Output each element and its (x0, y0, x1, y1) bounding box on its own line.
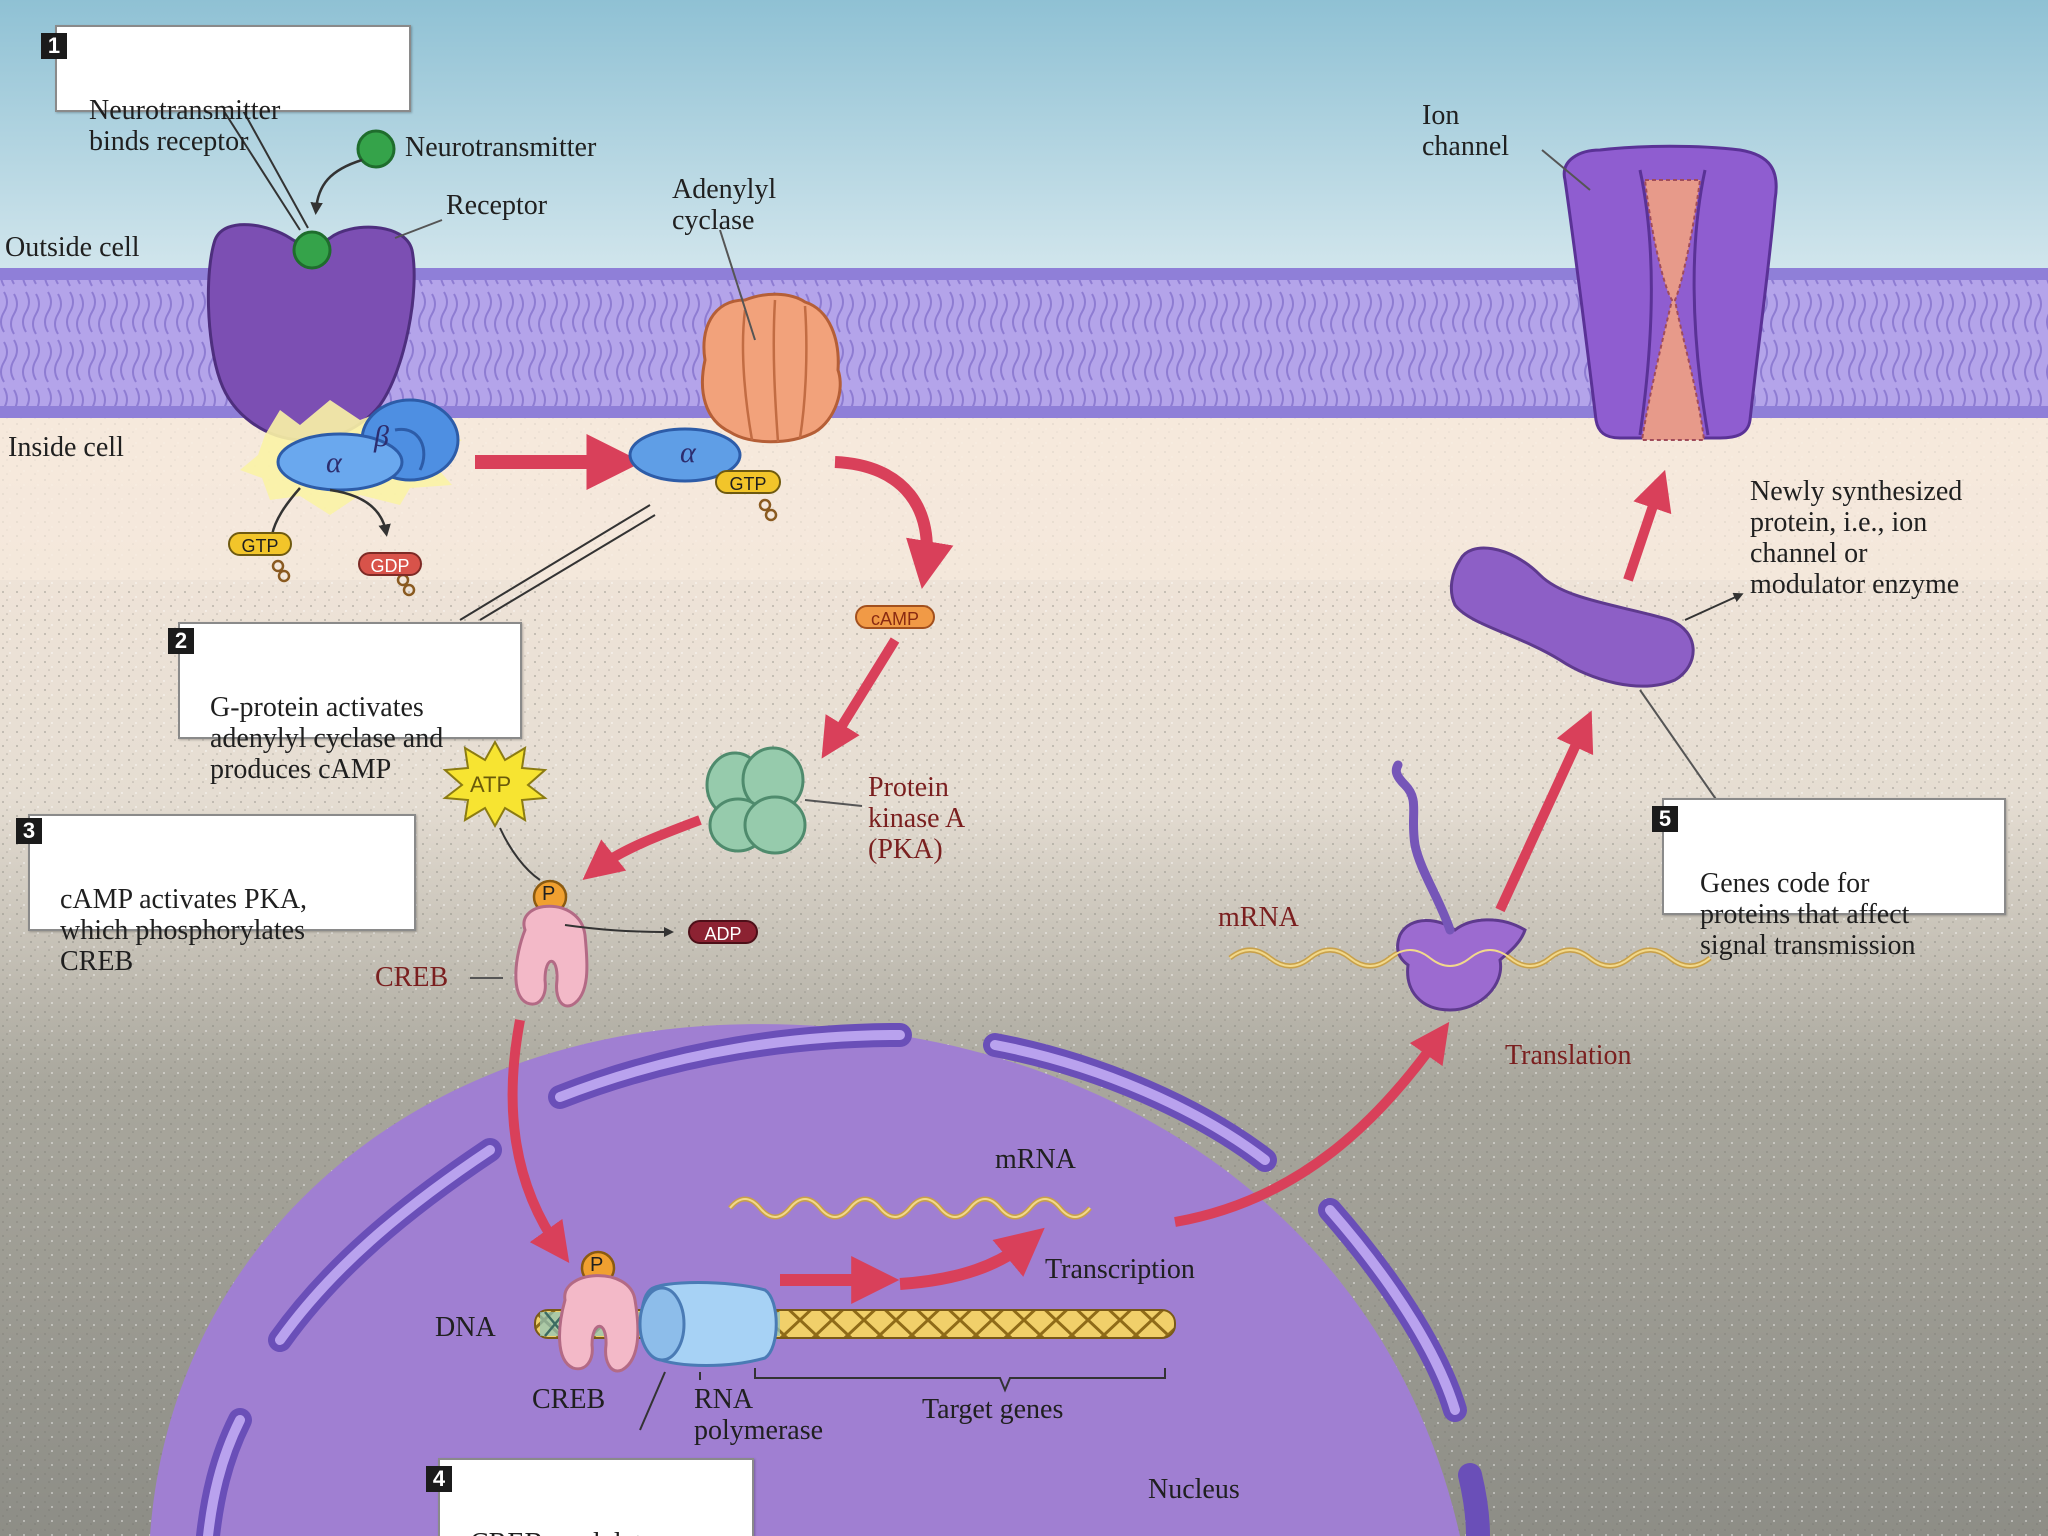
gtp-bound-pill: GTP (715, 470, 781, 494)
translation-label: Translation (1505, 1040, 1632, 1071)
outside-cell-label: Outside cell (5, 232, 140, 263)
g-alpha-label: α (326, 446, 342, 480)
phosphate-nucleus-label: P (590, 1253, 603, 1277)
neurotransmitter-label: Neurotransmitter (405, 132, 596, 163)
nucleus-label: Nucleus (1148, 1474, 1240, 1505)
receptor-label: Receptor (446, 190, 547, 221)
step-3-text: cAMP activates PKA, which phosphorylates… (42, 884, 404, 977)
dna-label: DNA (435, 1312, 496, 1343)
new-protein-label: Newly synthesized protein, i.e., ion cha… (1750, 476, 1962, 600)
step-1-text: Neurotransmitter binds receptor (69, 95, 399, 157)
step-5-text: Genes code for proteins that affect sign… (1676, 868, 1994, 961)
phosphate-cytoplasm-label: P (542, 882, 555, 906)
gdp-pill: GDP (358, 552, 422, 576)
step-2-callout: 2 G-protein activates adenylyl cyclase a… (178, 622, 522, 739)
creb-nucleus-label: CREB (532, 1384, 605, 1415)
step-2-text: G-protein activates adenylyl cyclase and… (192, 692, 510, 785)
mrna-cytoplasm-label: mRNA (1218, 902, 1299, 933)
step-5-badge: 5 (1652, 806, 1678, 832)
step-4-callout: 4 CREB modulates gene transcription (438, 1458, 754, 1536)
step-4-text: CREB modulates gene transcription (452, 1528, 742, 1536)
camp-pill: cAMP (855, 605, 935, 629)
g-alpha-label-2: α (680, 436, 696, 470)
g-beta-label: β (374, 420, 389, 454)
step-3-callout: 3 cAMP activates PKA, which phosphorylat… (28, 814, 416, 931)
creb-cytoplasm-label: CREB (375, 962, 448, 993)
step-4-badge: 4 (426, 1466, 452, 1492)
step-1-badge: 1 (41, 33, 67, 59)
pka-label: Protein kinase A (PKA) (868, 772, 965, 865)
transcription-label: Transcription (1045, 1254, 1195, 1285)
mrna-nucleus-label: mRNA (995, 1144, 1076, 1175)
step-2-badge: 2 (168, 628, 194, 654)
step-1-callout: 1 Neurotransmitter binds receptor (55, 25, 411, 112)
inside-cell-label: Inside cell (8, 432, 124, 463)
ion-channel-label: Ion channel (1422, 100, 1509, 162)
adp-pill: ADP (688, 920, 758, 944)
adenylyl-cyclase-label: Adenylyl cyclase (672, 174, 776, 236)
rna-polymerase-label: RNA polymerase (694, 1384, 823, 1446)
step-3-badge: 3 (16, 818, 42, 844)
target-genes-label: Target genes (922, 1394, 1063, 1425)
step-5-callout: 5 Genes code for proteins that affect si… (1662, 798, 2006, 915)
gtp-released-pill: GTP (228, 532, 292, 556)
